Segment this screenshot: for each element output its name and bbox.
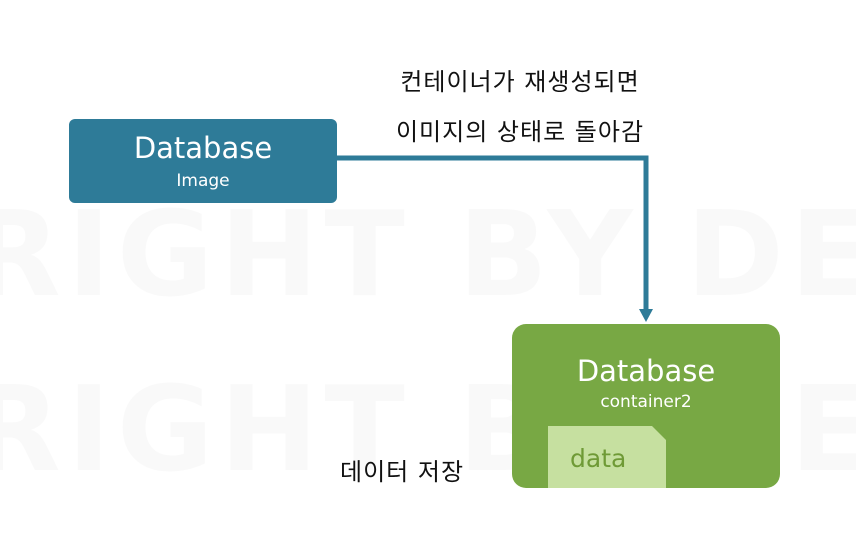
image-box-title: Database xyxy=(133,131,273,165)
image-box-subtitle: Image xyxy=(176,171,230,191)
container-box-subtitle: container2 xyxy=(600,392,692,412)
data-label: data xyxy=(570,444,627,473)
database-container-box: Database container2 data xyxy=(512,324,780,488)
connector-line xyxy=(337,155,649,312)
watermark: RIGHT BY DE xyxy=(0,185,856,323)
database-image-box: Database Image xyxy=(69,119,337,203)
container-box-title: Database xyxy=(576,354,716,388)
store-data-label: 데이터 저장 xyxy=(340,458,465,486)
data-document-shape xyxy=(548,426,666,488)
caption-line-2: 이미지의 상태로 돌아감 xyxy=(395,118,645,146)
caption-line-1: 컨테이너가 재생성되면 xyxy=(400,68,640,96)
data-document-icon: data xyxy=(548,426,666,488)
arrowhead xyxy=(639,309,653,322)
